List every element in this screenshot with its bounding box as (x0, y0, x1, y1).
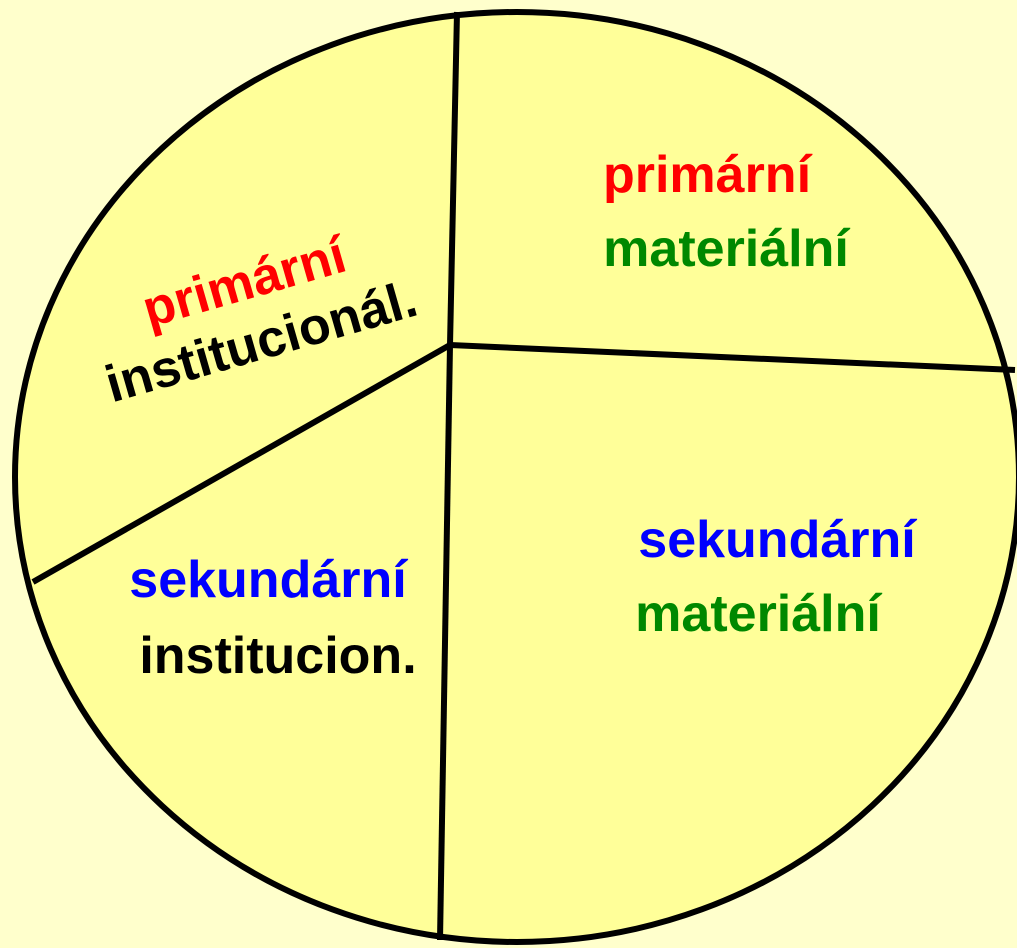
segment-bottom-right-line2: materiální (635, 585, 882, 643)
circle (12, 9, 1017, 945)
segment-top-right-line2: materiální (603, 220, 850, 278)
segment-bottom-left-line1: sekundární (129, 551, 408, 609)
divider-bottom-vertical (437, 344, 453, 941)
segment-bottom-right: sekundární materiální (635, 511, 917, 643)
segment-top-right-line1: primární (603, 146, 813, 204)
divider-right (449, 342, 1016, 373)
divider-left (31, 342, 452, 585)
divider-top-vertical (447, 11, 460, 346)
segment-bottom-left-line2: institucion. (139, 627, 416, 685)
segment-top-right: primární materiální (603, 146, 850, 278)
segment-bottom-right-line1: sekundární (638, 511, 917, 569)
segment-bottom-left: sekundární institucion. (129, 551, 416, 685)
